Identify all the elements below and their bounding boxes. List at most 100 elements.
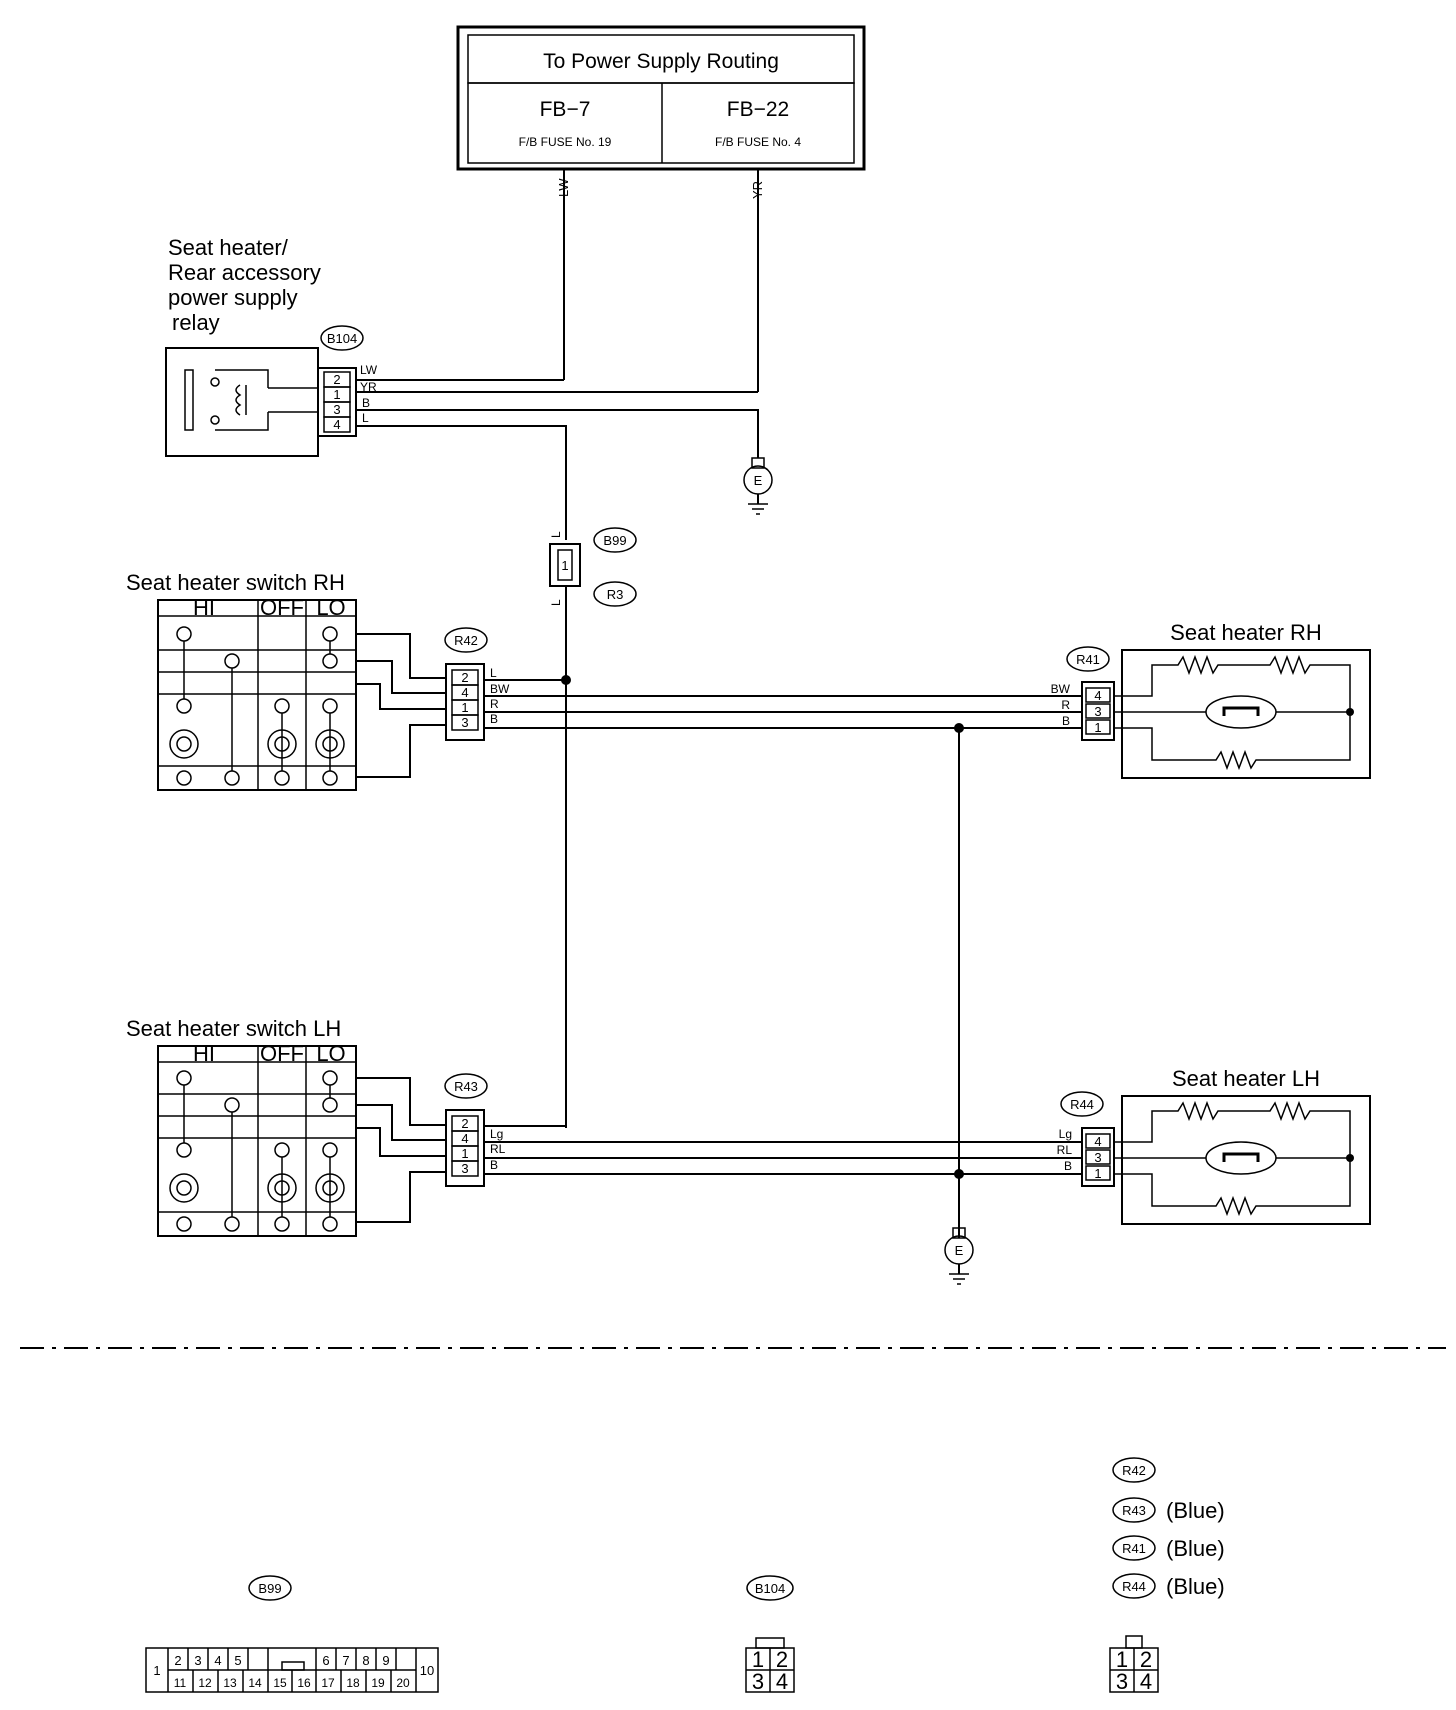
r43-pin-1: 1 <box>461 1146 468 1161</box>
power-box-title: To Power Supply Routing <box>543 50 779 73</box>
fb22-fuse: F/B FUSE No. 4 <box>715 135 801 149</box>
b99-pin-12: 12 <box>198 1676 212 1690</box>
power-supply-box: To Power Supply Routing FB−7 F/B FUSE No… <box>456 25 866 171</box>
r-connector-face: 1 2 3 4 <box>1109 1635 1159 1694</box>
r41-pin-1: 1 <box>1094 720 1101 735</box>
relay-title-4: relay <box>172 310 220 335</box>
r41-connector-label: R41 <box>1076 652 1100 667</box>
fb7-fuse: F/B FUSE No. 19 <box>519 135 612 149</box>
r43-pin-2: 2 <box>461 1116 468 1131</box>
joint-wire-top: L <box>549 531 563 538</box>
legend-r42-label: R42 <box>1122 1463 1146 1478</box>
legend-r41-blue: (Blue) <box>1166 1536 1225 1561</box>
relay: Seat heater/ Rear accessory power supply… <box>165 235 759 540</box>
r42-wire-b: B <box>490 712 498 726</box>
b99-joint-label: B99 <box>603 533 626 548</box>
switch-rh-title: Seat heater switch RH <box>126 570 345 595</box>
relay-wire-yr: YR <box>360 380 377 394</box>
legend-r41-label: R41 <box>1122 1541 1146 1556</box>
b99-pin-6: 6 <box>322 1653 329 1668</box>
r43-wire-rl: RL <box>490 1142 506 1156</box>
r44-wire-b: B <box>1064 1159 1072 1173</box>
joint-pin: 1 <box>561 558 568 573</box>
r43-pin-3: 3 <box>461 1161 468 1176</box>
r44-connector-label: R44 <box>1070 1097 1094 1112</box>
b104-connector-face: 1 2 3 4 <box>745 1637 795 1694</box>
r-face-pin-4: 4 <box>1140 1669 1152 1694</box>
r43-wire-b: B <box>490 1158 498 1172</box>
fb22-label: FB−22 <box>727 98 789 121</box>
b99-pin-2: 2 <box>174 1653 181 1668</box>
b99-pin-3: 3 <box>194 1653 201 1668</box>
r43-wire-lg: Lg <box>490 1127 503 1141</box>
b99-pin-15: 15 <box>273 1676 287 1690</box>
ground-top: E <box>743 457 773 515</box>
r-face-pin-2: 2 <box>1140 1647 1152 1672</box>
r44-wire-rl: RL <box>1057 1143 1073 1157</box>
r44-pin-3: 3 <box>1094 1150 1101 1165</box>
legend-r43-label: R43 <box>1122 1503 1146 1518</box>
ground-top-label: E <box>754 473 763 488</box>
legend-r43-blue: (Blue) <box>1166 1498 1225 1523</box>
r-face-pin-3: 3 <box>1116 1669 1128 1694</box>
ground-bottom-label: E <box>955 1243 964 1258</box>
switch-rh: Seat heater switch RH HI OFF LO <box>126 570 510 791</box>
switch-rh-hi: HI <box>193 595 215 620</box>
b99-pin-14: 14 <box>248 1676 262 1690</box>
relay-wire-lw: LW <box>360 363 378 377</box>
heater-lh-title: Seat heater LH <box>1172 1066 1320 1091</box>
heater-lh: Seat heater LH R44 Lg RL B 4 3 1 <box>1057 1066 1371 1225</box>
b99-connector-face: 1 10 2 3 4 5 6 7 8 9 <box>145 1647 439 1693</box>
joint-wire-bottom: L <box>549 599 563 606</box>
switch-lh-hi: HI <box>193 1041 215 1066</box>
r44-pin-1: 1 <box>1094 1166 1101 1181</box>
legend-r44-label: R44 <box>1122 1579 1146 1594</box>
relay-title-1: Seat heater/ <box>168 235 289 260</box>
relay-pin-4: 4 <box>333 417 340 432</box>
b104-face-pin-4: 4 <box>776 1669 788 1694</box>
r42-connector-label: R42 <box>454 633 478 648</box>
b99-pin-9: 9 <box>382 1653 389 1668</box>
b104-connector-label: B104 <box>327 331 357 346</box>
b99-pin-7: 7 <box>342 1653 349 1668</box>
legend-b104-label: B104 <box>755 1581 785 1596</box>
switch-rh-lo: LO <box>316 595 345 620</box>
b99-pin-1: 1 <box>153 1663 160 1678</box>
b99-pin-17: 17 <box>321 1676 335 1690</box>
b99-pin-4: 4 <box>214 1653 221 1668</box>
r3-joint-label: R3 <box>607 587 624 602</box>
r-face-pin-1: 1 <box>1116 1647 1128 1672</box>
r41-wire-r: R <box>1061 698 1070 712</box>
wire-lw-label: LW <box>556 178 571 197</box>
heater-rh: Seat heater RH R41 BW R B 4 3 1 <box>1051 620 1371 779</box>
b99-pin-18: 18 <box>346 1676 360 1690</box>
b99-pin-8: 8 <box>362 1653 369 1668</box>
switch-lh-lo: LO <box>316 1041 345 1066</box>
r42-pin-4: 4 <box>461 685 468 700</box>
relay-pin-3: 3 <box>333 402 340 417</box>
r43-connector-label: R43 <box>454 1079 478 1094</box>
r42-wire-r: R <box>490 697 499 711</box>
r41-wire-b: B <box>1062 714 1070 728</box>
relay-title-2: Rear accessory <box>168 260 321 285</box>
relay-title-3: power supply <box>168 285 298 310</box>
switch-lh: Seat heater switch LH HI OFF LO <box>126 1016 506 1237</box>
joint-connector: 1 L L B99 R3 <box>549 527 637 607</box>
legend-b99-label: B99 <box>258 1581 281 1596</box>
b99-pin-19: 19 <box>371 1676 385 1690</box>
r41-pin-4: 4 <box>1094 688 1101 703</box>
fb7-label: FB−7 <box>540 98 591 121</box>
switch-lh-off: OFF <box>260 1041 304 1066</box>
b104-face-pin-3: 3 <box>752 1669 764 1694</box>
ground-bottom: E <box>944 1227 974 1285</box>
legend: B99 1 10 2 3 4 5 6 7 8 9 <box>145 1457 1225 1694</box>
r44-pin-4: 4 <box>1094 1134 1101 1149</box>
b104-face-pin-2: 2 <box>776 1647 788 1672</box>
r42-pin-1: 1 <box>461 700 468 715</box>
r44-wire-lg: Lg <box>1059 1127 1072 1141</box>
b104-connector-tag <box>320 325 364 351</box>
b104-face-pin-1: 1 <box>752 1647 764 1672</box>
b99-pin-11: 11 <box>174 1676 187 1690</box>
switch-lh-title: Seat heater switch LH <box>126 1016 341 1041</box>
